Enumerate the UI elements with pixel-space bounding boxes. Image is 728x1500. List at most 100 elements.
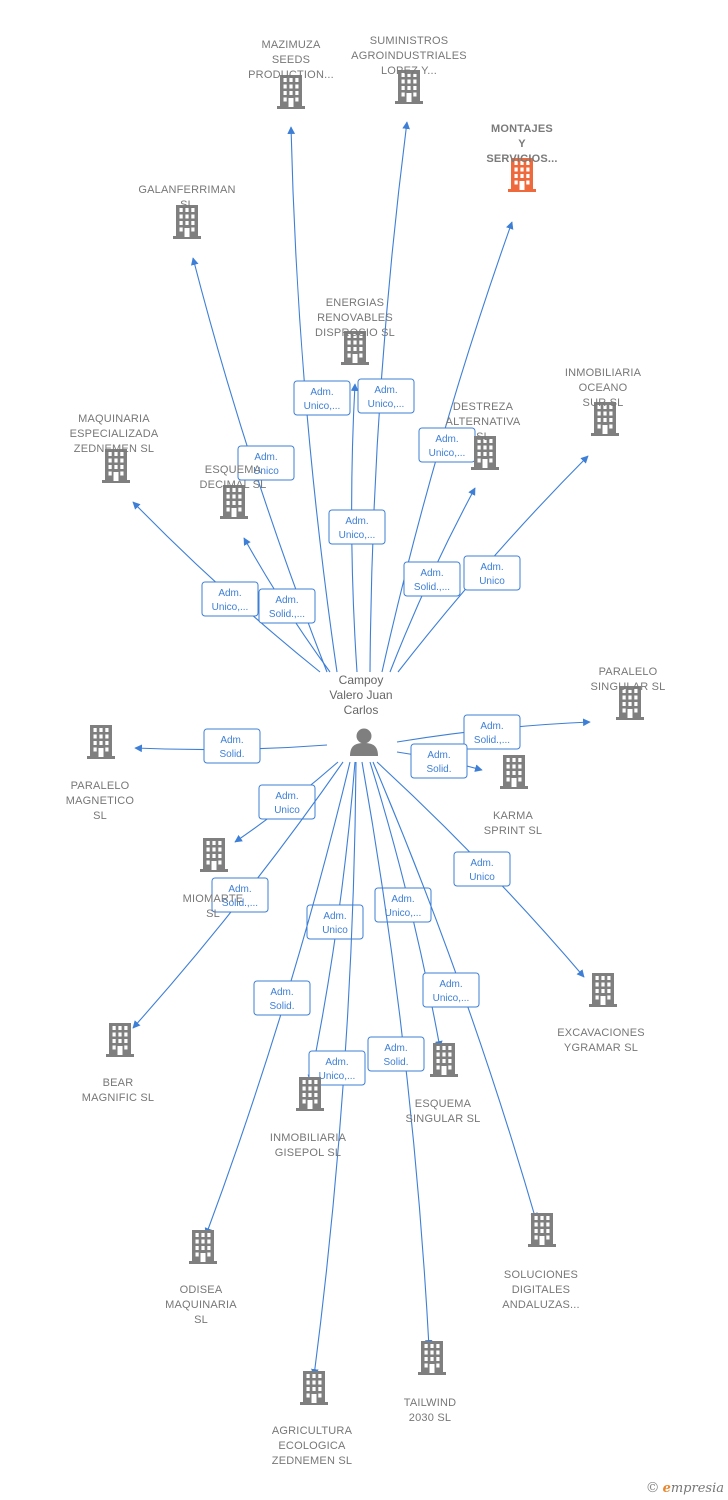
edge-label-box[interactable] [463, 555, 521, 591]
edge-label-box[interactable] [367, 1036, 425, 1072]
edge-label-line: Adm. [220, 735, 243, 746]
edge-label-box[interactable] [453, 851, 511, 887]
building-icon [500, 755, 528, 789]
person-name-line-1: Campoy [339, 673, 384, 687]
edge-karma[interactable]: Adm.Solid. [396, 743, 483, 779]
company-node-mazimuza[interactable]: MAZIMUZASEEDSPRODUCTION... [248, 39, 334, 109]
company-label-line: MAQUINARIA [165, 1299, 237, 1311]
edge-esquema-singular[interactable]: Adm. Unico,... [369, 761, 443, 1049]
edge-label-box[interactable] [258, 588, 316, 624]
edge-label-line: Unico [274, 805, 300, 816]
company-node-soluciones[interactable]: SOLUCIONESDIGITALESANDALUZAS... [502, 1213, 580, 1311]
edge-esquema-decimal[interactable]: Adm.Solid.,... [243, 537, 331, 673]
edge-galanferriman[interactable]: Adm. Unico [191, 257, 328, 673]
company-label-line: MAGNETICO [66, 795, 135, 807]
edge-label-line: Adm. [325, 1057, 348, 1068]
building-icon [189, 1230, 217, 1264]
edge-label-box[interactable] [293, 380, 351, 416]
edge-label-box[interactable] [357, 378, 415, 414]
company-label-line: BEAR [103, 1077, 134, 1089]
edge-label-box[interactable] [308, 1050, 366, 1086]
edge-label-box[interactable] [237, 445, 295, 481]
company-label-line: INMOBILIARIA [565, 367, 642, 379]
building-icon [296, 1077, 324, 1111]
edge-miomarte[interactable]: Adm.Unico [234, 761, 339, 843]
edge-label-line: Unico,... [304, 401, 341, 412]
company-label-line: RENOVABLES [317, 312, 393, 324]
center-node[interactable]: Campoy Valero Juan Carlos [329, 673, 393, 756]
edge-label-box[interactable] [403, 561, 461, 597]
company-node-bear[interactable]: BEAR MAGNIFIC SL [82, 1023, 155, 1104]
company-label-line: PARALELO [599, 666, 658, 678]
edge-inmobiliaria-gisepol[interactable]: Adm.Unico [306, 761, 364, 1083]
edge-label-box[interactable] [211, 877, 269, 913]
company-label-line: SOLUCIONES [504, 1269, 578, 1281]
edge-suministros[interactable]: Adm.Unico,... [357, 121, 415, 673]
building-icon [87, 725, 115, 759]
edge-label-line: Solid.,... [222, 898, 258, 909]
edge-label-box[interactable] [201, 581, 259, 617]
edge-soluciones[interactable]: Adm. Unico,... [372, 761, 538, 1221]
edge-excavaciones[interactable]: Adm.Unico [376, 761, 585, 978]
company-label-line: PRODUCTION... [248, 69, 334, 81]
edge-tailwind[interactable]: Adm.Solid. [361, 761, 433, 1348]
edge-maquinaria-especializada[interactable]: Adm.Unico,... [132, 501, 321, 673]
edge-label-line: Adm. [254, 452, 277, 463]
building-icon [200, 838, 228, 872]
edge-energias[interactable]: Adm.Unico,... [328, 383, 386, 673]
edge-label-line: Solid.,... [474, 735, 510, 746]
company-label-line: ESQUEMA [415, 1098, 472, 1110]
edge-label-box[interactable] [203, 728, 261, 764]
edge-label-line: Unico [253, 466, 279, 477]
building-icon [106, 1023, 134, 1057]
building-icon [430, 1043, 458, 1077]
copyright-icon: © [645, 1480, 660, 1496]
edge-label-line: Unico,... [385, 908, 422, 919]
edge-label-box[interactable] [422, 972, 480, 1008]
edge-label-box[interactable] [306, 904, 364, 940]
edge-odisea[interactable]: Adm.Solid. [204, 761, 351, 1236]
edge-label-line: Adm. [374, 385, 397, 396]
company-label-line: ENERGIAS [326, 297, 384, 309]
edge-inmobiliaria-oceano[interactable]: Adm.Unico [397, 455, 589, 673]
edge-label-line: Unico [479, 576, 505, 587]
edge-paralelo-magnetico[interactable]: Adm.Solid. [134, 728, 328, 764]
edge-label-box[interactable] [253, 980, 311, 1016]
edge-label-line: Adm. [218, 588, 241, 599]
edge-destreza[interactable]: Adm.Solid.,... [389, 487, 476, 673]
edge-label-line: Adm. [391, 894, 414, 905]
company-label-line: INMOBILIARIA [270, 1132, 347, 1144]
edge-label-box[interactable] [410, 743, 468, 779]
edge-label-line: Solid.,... [269, 609, 305, 620]
company-label-line: SEEDS [272, 54, 310, 66]
company-node-montajes[interactable]: MONTAJESYSERVICIOS... [486, 123, 557, 192]
company-label-line: ESQUEMA [205, 464, 262, 476]
edge-label-box[interactable] [463, 714, 521, 750]
edge-agricultura[interactable]: Adm.Unico,... [308, 761, 366, 1377]
edge-paralelo-singular[interactable]: Adm.Solid.,... [396, 714, 591, 750]
edge-mazimuza[interactable]: Adm.Unico,... [287, 126, 351, 673]
edge-bear[interactable]: Adm.Solid.,... [132, 761, 344, 1029]
edge-label-line: Unico,... [433, 993, 470, 1004]
company-label-line: MAGNIFIC SL [82, 1092, 155, 1104]
company-label-line: DESTREZA [453, 401, 514, 413]
edge-label-box[interactable] [328, 509, 386, 545]
